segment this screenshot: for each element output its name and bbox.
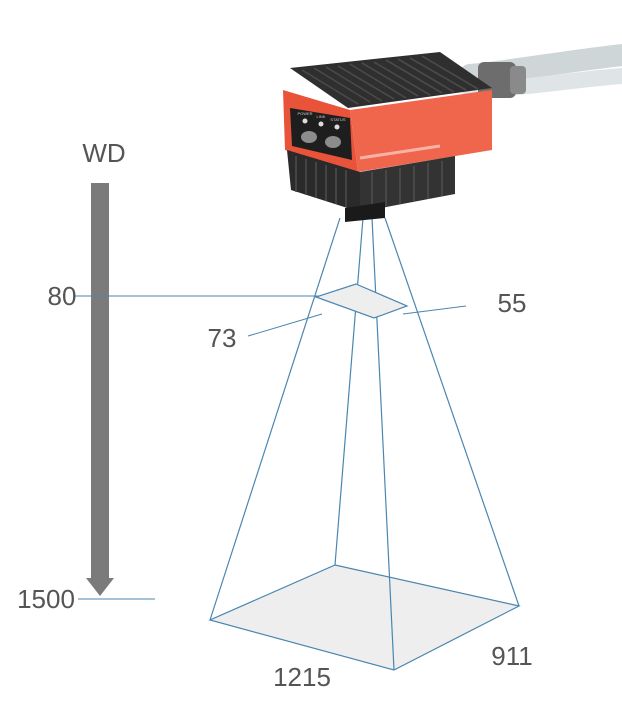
device-cable <box>459 44 622 98</box>
link-indicator-label: LINK <box>317 114 326 119</box>
device-lens-window <box>345 202 385 222</box>
far-width-label: 1215 <box>273 662 331 692</box>
trigger-button-left <box>301 131 317 143</box>
lower-fins <box>295 156 443 209</box>
status-led <box>334 124 340 130</box>
near-distance-label: 80 <box>48 281 77 311</box>
device-lower-block <box>287 150 360 212</box>
near-width-label: 73 <box>208 323 237 353</box>
fov-edge-back <box>334 217 364 566</box>
far-field-plane <box>208 564 521 671</box>
near-height-leader <box>402 305 467 315</box>
fov-edge-left <box>209 217 341 621</box>
power-indicator-label: POWER <box>297 111 312 116</box>
far-height-label: 911 <box>491 641 532 671</box>
field-of-view <box>208 217 521 671</box>
near-height-label: 55 <box>498 288 527 318</box>
power-led <box>302 118 308 124</box>
heatsink-fins <box>301 55 479 105</box>
device-lower-block-side <box>360 156 455 212</box>
device-body-side <box>350 90 492 172</box>
near-field-plane <box>314 283 409 319</box>
link-led <box>318 121 324 127</box>
fov-edge-right <box>384 217 520 607</box>
axis-shaft <box>91 183 109 580</box>
code-reader-device: POWER LINK STATUS <box>283 44 622 222</box>
near-field-dimensions: 73 55 <box>208 288 527 353</box>
distance-markers: 80 1500 <box>17 281 322 614</box>
axis-title: WD <box>82 138 125 168</box>
far-distance-label: 1500 <box>17 584 75 614</box>
status-indicator-label: STATUS <box>330 117 346 122</box>
near-width-leader <box>247 313 323 337</box>
working-distance-axis: WD <box>82 138 126 596</box>
far-field-dimensions: 1215 911 <box>273 641 533 692</box>
trigger-button-right <box>325 136 341 148</box>
axis-arrowhead <box>86 578 114 596</box>
